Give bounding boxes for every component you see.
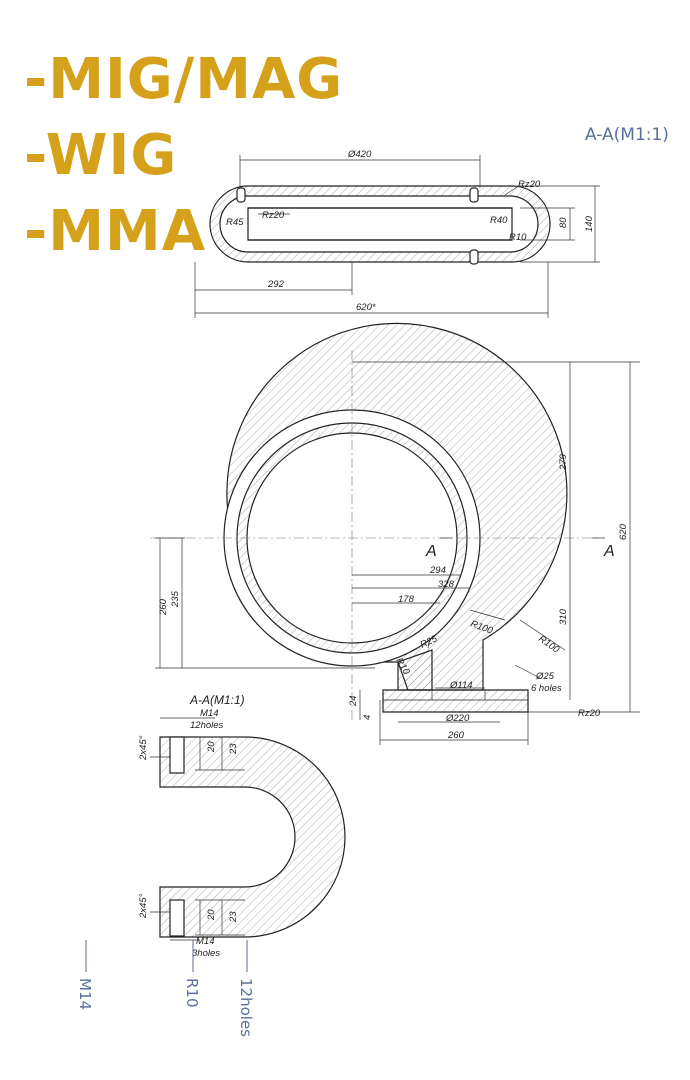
dim-sec-m14-bot: M14 xyxy=(196,936,214,947)
dim-main-328: 328 xyxy=(438,579,455,590)
top-view-slot-top-left xyxy=(236,187,246,203)
dim-top-80: 80 xyxy=(558,217,569,228)
dim-main-d25: Ø25 xyxy=(535,671,555,682)
section-title: A-A(M1:1) xyxy=(585,125,669,145)
section-mark-a-right: A xyxy=(603,543,615,560)
section-view-title: A-A(M1:1) xyxy=(189,693,245,707)
headline-mma: -MMA xyxy=(24,199,207,264)
dim-main-d114: Ø114 xyxy=(449,680,473,691)
dim-main-rz20: Rz20 xyxy=(578,708,601,719)
dim-top-r45: R45 xyxy=(226,217,244,228)
top-view-inner-band xyxy=(247,207,513,241)
dim-main-6holes: 6 holes xyxy=(531,683,562,694)
dim-sec-2x45-bot: 2x45° xyxy=(138,893,149,919)
dim-main-310: 310 xyxy=(558,608,569,625)
dim-top-620: 620* xyxy=(356,302,376,313)
dim-main-620: 620 xyxy=(618,523,629,540)
top-view-slot-top-right xyxy=(469,187,479,203)
dim-sec-12holes: 12holes xyxy=(190,720,224,731)
dim-main-24: 24 xyxy=(348,695,359,707)
dim-sec-m14-top: M14 xyxy=(200,708,218,719)
main-view xyxy=(223,322,568,713)
dim-top-r40: R40 xyxy=(490,215,508,226)
section-mark-a-left: A xyxy=(425,543,437,560)
callout-r10: R10 xyxy=(183,978,201,1008)
dim-sec-23-bot: 23 xyxy=(228,911,239,923)
dim-top-r10: R10 xyxy=(509,232,527,243)
section-thread-top xyxy=(169,736,185,774)
dim-sec-20-top: 20 xyxy=(206,741,217,753)
section-u-profile xyxy=(159,736,346,938)
dim-top-140: 140 xyxy=(584,215,595,232)
dim-top-292: 292 xyxy=(267,279,285,290)
dim-top-dia-420: Ø420 xyxy=(347,149,372,160)
main-view-dims xyxy=(155,361,640,745)
drawing-labels: Ø420 Rz20 Rz20 R45 R40 R10 80 140 292 62… xyxy=(138,149,629,959)
volute-flange xyxy=(382,689,529,713)
section-thread-bottom xyxy=(169,899,185,937)
dim-sec-2x45-top: 2x45° xyxy=(138,735,149,761)
dim-main-279: 279 xyxy=(558,453,569,471)
dim-main-260w: 260 xyxy=(447,730,465,741)
dim-main-d220: Ø220 xyxy=(445,713,470,724)
top-view-dims xyxy=(194,155,600,318)
dim-main-294: 294 xyxy=(429,565,446,576)
headline-wig: -WIG xyxy=(24,123,178,188)
dim-top-rz-inner: Rz20 xyxy=(262,210,285,221)
callout-ticks xyxy=(85,940,248,972)
dim-main-260: 260 xyxy=(158,598,169,616)
top-view-slot-bottom-right xyxy=(469,249,479,265)
main-view-centerlines xyxy=(150,350,600,720)
dim-main-r100b: R100 xyxy=(536,633,562,655)
section-view xyxy=(159,736,346,938)
dim-sec-3holes: 3holes xyxy=(192,948,220,959)
section-view-dims xyxy=(150,717,245,941)
dim-sec-23-top: 23 xyxy=(228,743,239,755)
dim-top-rz-20: Rz20 xyxy=(518,179,541,190)
dim-main-4: 4 xyxy=(362,715,373,720)
dim-main-235: 235 xyxy=(170,590,181,608)
dim-main-178: 178 xyxy=(398,594,415,605)
headline-mig-mag: -MIG/MAG xyxy=(24,47,344,112)
dim-sec-20-bot: 20 xyxy=(206,909,217,921)
callout-m14: M14 xyxy=(76,978,94,1011)
callout-12holes: 12holes xyxy=(237,978,255,1037)
top-view xyxy=(209,185,551,265)
